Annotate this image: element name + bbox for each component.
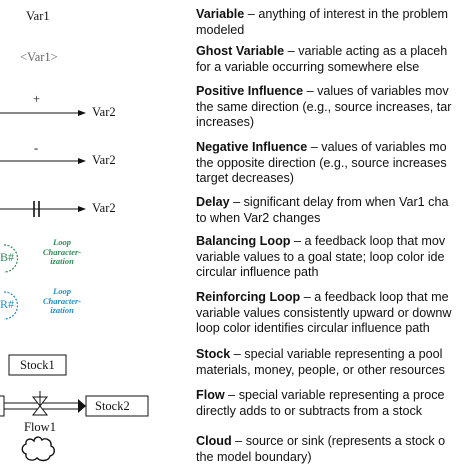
definition-positive-influence: Positive Influence – values of variables… [196, 84, 452, 129]
reinforcing-loop-circle [3, 291, 19, 320]
negative-arrowhead [78, 158, 86, 164]
definition-stock: Stock – special variable representing a … [196, 347, 445, 377]
definition-variable: Variable – anything of interest in the p… [196, 7, 449, 37]
definition-flow: Flow – special variable representing a p… [196, 388, 445, 418]
term-stock: Stock [196, 347, 231, 361]
flow-source-box [0, 395, 5, 417]
term-variable: Variable [196, 7, 245, 21]
delay-target-label: Var2 [92, 201, 116, 215]
flow-arrowhead [78, 399, 86, 413]
term-ghost-variable: Ghost Variable [196, 44, 285, 58]
ghost-variable-symbol: <Var1> [20, 50, 58, 64]
negative-target-label: Var2 [92, 153, 116, 167]
positive-sign: + [33, 92, 41, 106]
stock2-label: Stock2 [95, 399, 130, 413]
negative-sign: - [34, 141, 39, 155]
term-balancing-loop: Balancing Loop [196, 234, 291, 248]
balancing-loop-circle [3, 244, 19, 273]
delay-arrowhead [78, 206, 86, 212]
legend-symbols [0, 110, 149, 462]
balancing-loop-mark: B# [0, 250, 15, 264]
term-cloud: Cloud [196, 434, 232, 448]
cloud-shape [21, 436, 55, 462]
reinforcing-loop-mark: R# [0, 297, 15, 311]
term-positive-influence: Positive Influence [196, 84, 304, 98]
definition-delay: Delay – significant delay from when Var1… [196, 195, 449, 225]
term-flow: Flow [196, 388, 225, 402]
positive-arrowhead [78, 110, 86, 116]
stock1-box [8, 354, 67, 376]
term-reinforcing-loop: Reinforcing Loop [196, 290, 301, 304]
stock1-label: Stock1 [20, 358, 55, 372]
definition-balancing-loop: Balancing Loop – a feedback loop that mo… [196, 234, 446, 279]
term-delay: Delay [196, 195, 230, 209]
flow1-label: Flow1 [24, 420, 56, 434]
definition-reinforcing-loop: Reinforcing Loop – a feedback loop that … [196, 290, 452, 335]
positive-target-label: Var2 [92, 105, 116, 119]
variable-symbol: Var1 [26, 9, 50, 23]
definition-ghost-variable: Ghost Variable – variable acting as a pl… [196, 44, 448, 74]
reinforcing-loop-label: Loop Character- ization [42, 286, 82, 315]
balancing-loop-label: Loop Character- ization [42, 237, 82, 266]
definition-cloud: Cloud – source or sink (represents a sto… [196, 434, 446, 464]
term-negative-influence: Negative Influence [196, 140, 308, 154]
stock2-box [85, 395, 149, 417]
definition-negative-influence: Negative Influence – values of variables… [196, 140, 447, 185]
